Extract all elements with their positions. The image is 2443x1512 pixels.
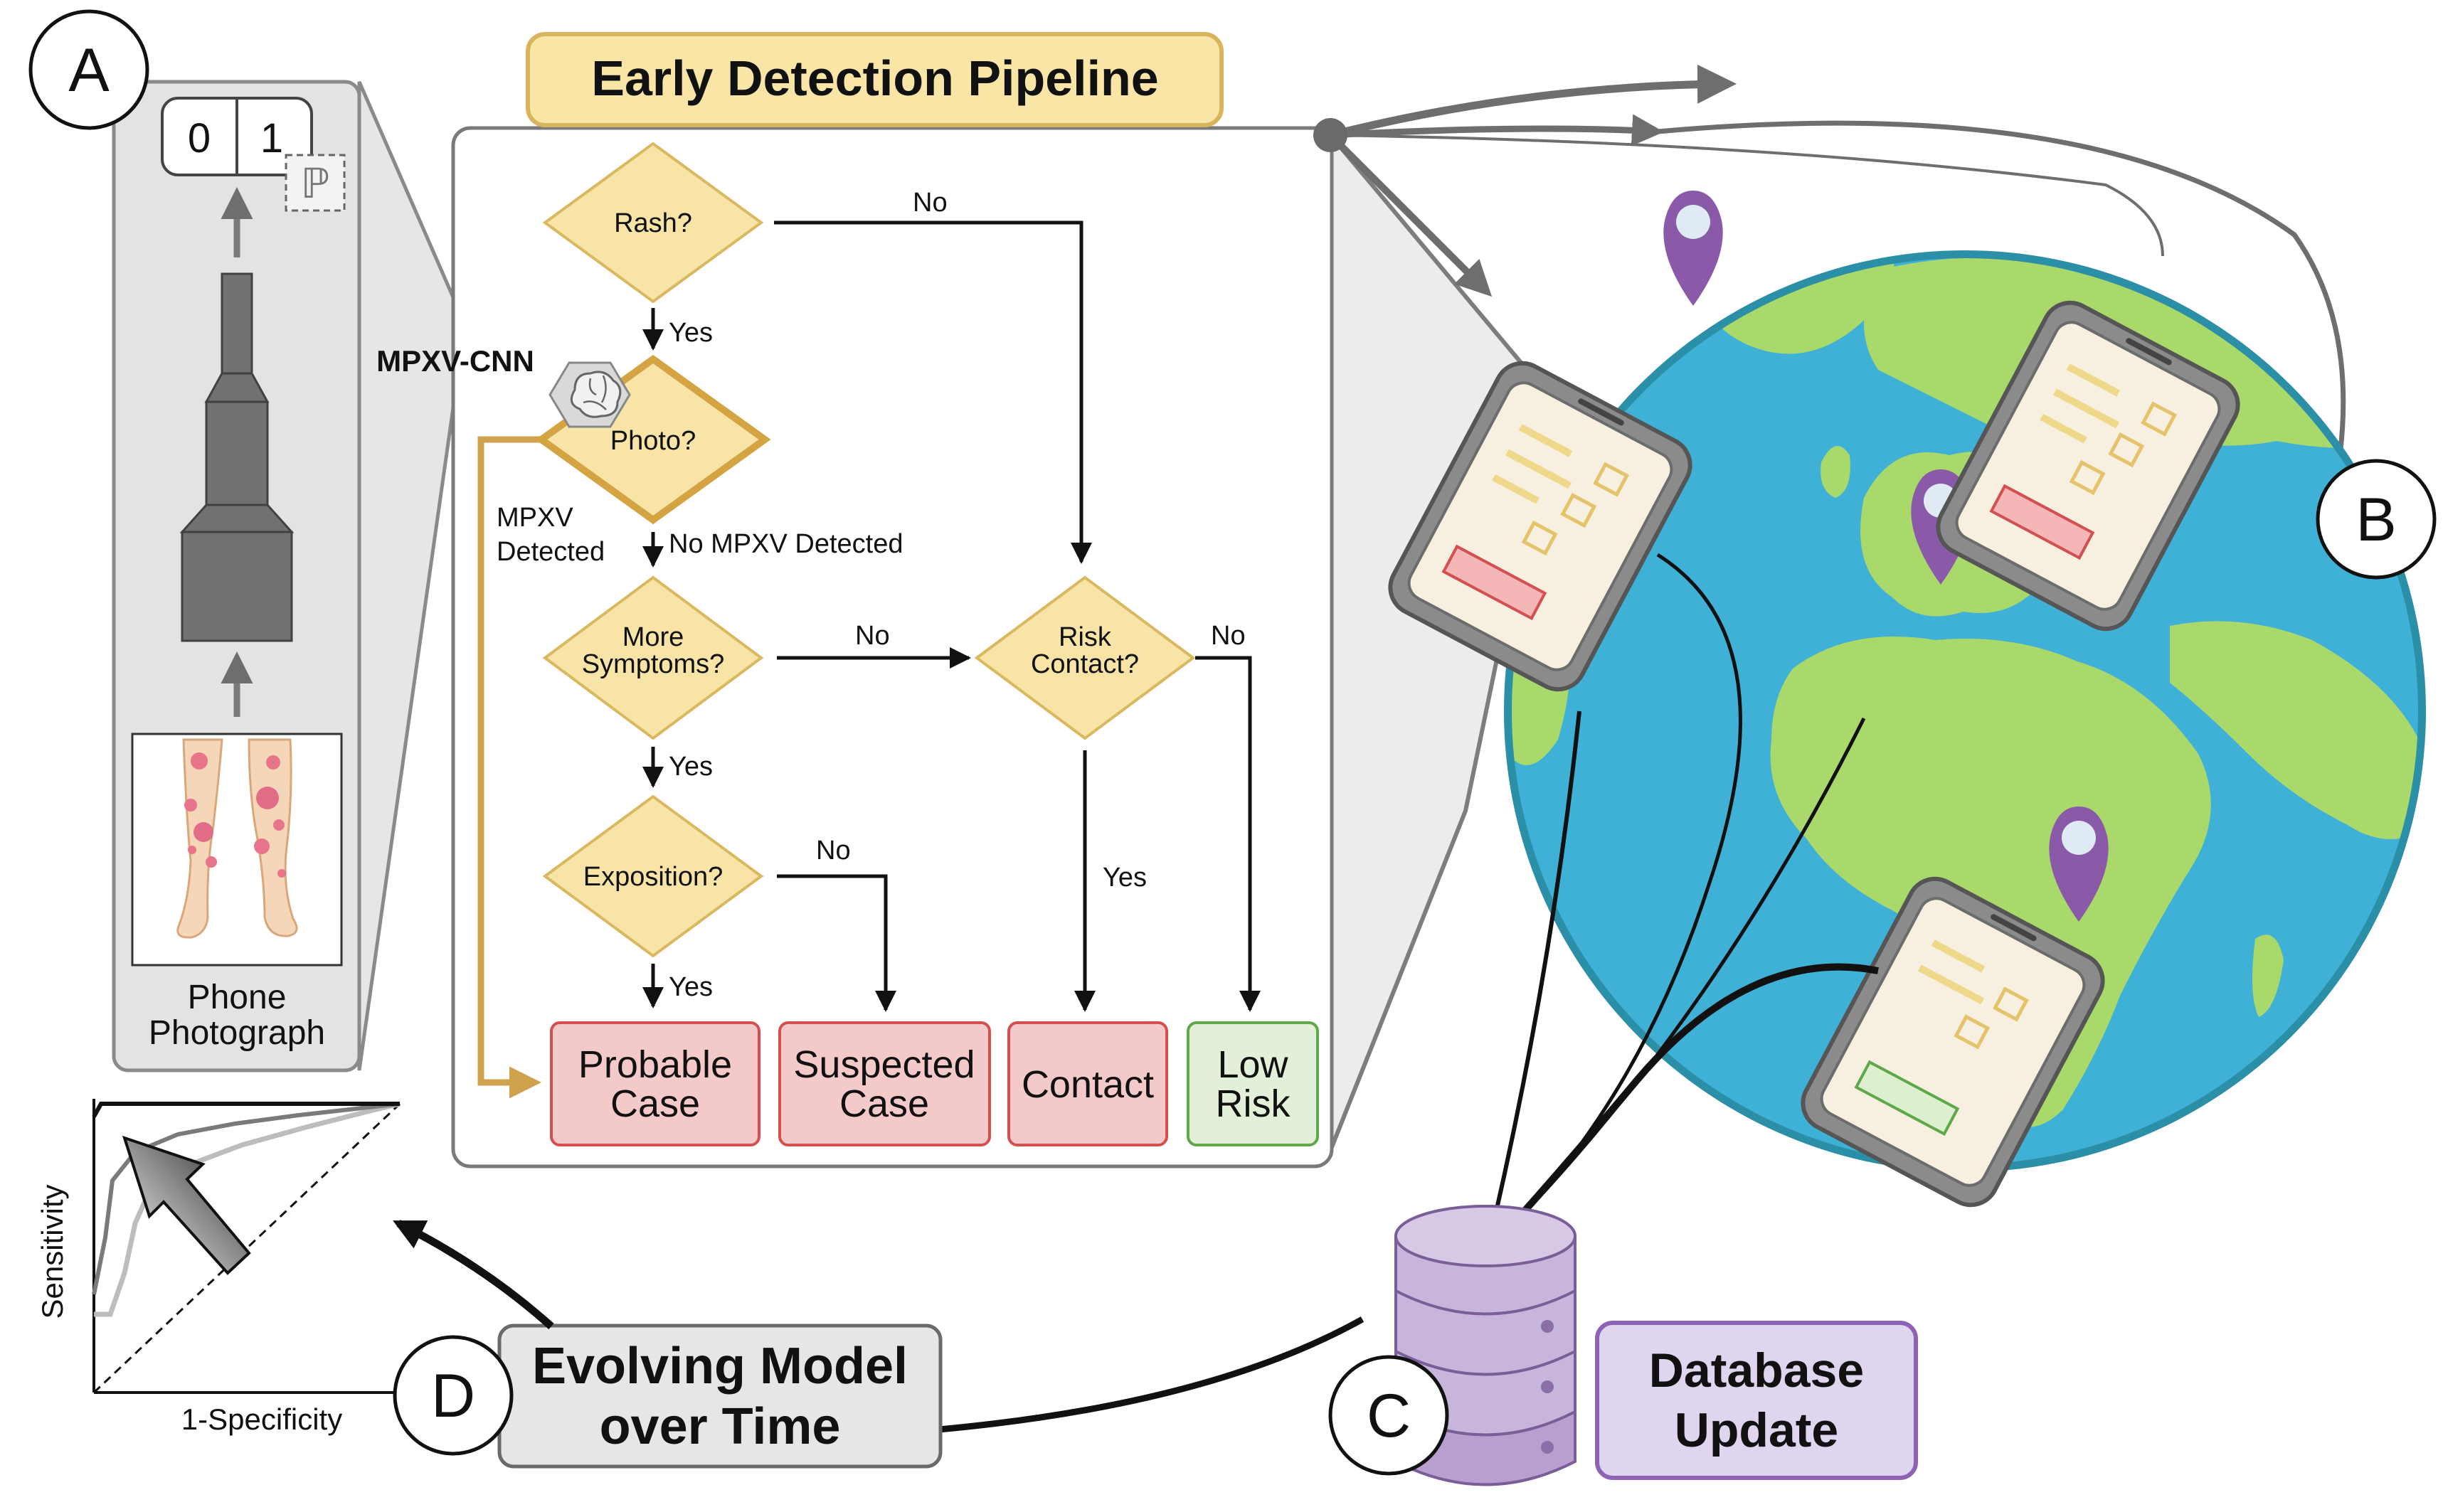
edge-symptoms-yes: Yes (669, 752, 713, 782)
decision-risk-contact: Risk Contact? (974, 575, 1196, 740)
pipeline-title: Early Detection Pipeline (591, 50, 1158, 106)
outcome-suspected-line2: Case (839, 1082, 929, 1125)
roc-plot: Sensitivity 1-Specificity (36, 1099, 401, 1436)
decision-more-symptoms: More Symptoms? (542, 575, 764, 740)
decision-risk-contact-line1: Risk (1059, 622, 1112, 652)
leg-rash-photo-icon (131, 733, 343, 967)
edge-mpxv-detected-line1: MPXV (497, 503, 573, 533)
decision-rash-label: Rash? (614, 208, 692, 238)
decision-risk-contact-line2: Contact? (1031, 649, 1139, 679)
photo-caption-line1: Phone (188, 979, 287, 1016)
outcome-low-line2: Risk (1216, 1082, 1291, 1125)
outcome-low-risk: Low Risk (1187, 1021, 1319, 1146)
panel-b-badge: B (2316, 459, 2437, 580)
mpxv-detected-path (477, 436, 544, 1099)
outcome-contact: Contact (1007, 1021, 1168, 1146)
edge-no-mpxv-detected: No MPXV Detected (669, 529, 903, 559)
outcome-contact-label: Contact (1022, 1063, 1154, 1106)
panel-c-letter: C (1367, 1382, 1411, 1450)
outcome-low-line1: Low (1217, 1043, 1288, 1086)
outcome-suspected-case: Suspected Case (778, 1021, 991, 1146)
decision-exposition-label: Exposition? (583, 862, 723, 892)
decision-exposition: Exposition? (542, 794, 764, 958)
output-zero: 0 (188, 115, 211, 161)
decision-rash: Rash? (542, 142, 764, 304)
location-pin-icon (1663, 191, 1723, 306)
panel-a-badge: A (28, 9, 149, 130)
panel-d-badge: D (393, 1335, 514, 1456)
improvement-arrow (122, 1135, 251, 1275)
outcome-probable-line1: Probable (578, 1043, 732, 1086)
output-one: 1 (260, 115, 283, 161)
model-panel: 0 1 ℙ (112, 80, 582, 1072)
decision-more-symptoms-line2: Symptoms? (582, 649, 725, 679)
edge-exposition-no: No (816, 836, 851, 866)
model-to-roc-connector (393, 1220, 554, 1330)
evolving-label-line2: over Time (600, 1398, 841, 1455)
database-update-box: Database Update (1595, 1321, 1918, 1480)
panel-b-letter: B (2355, 486, 2396, 554)
location-pin-icon (2049, 806, 2109, 922)
panel-d-letter: D (431, 1362, 475, 1430)
panel-c-badge: C (1328, 1355, 1449, 1476)
edge-mpxv-detected-line2: Detected (497, 537, 605, 567)
probability-symbol: ℙ (301, 161, 330, 207)
data-flow-curves (1483, 553, 1879, 1257)
edge-risk-yes: Yes (1103, 863, 1147, 893)
panel-a-letter: A (68, 36, 110, 105)
pipeline-title-box: Early Detection Pipeline (526, 32, 1224, 127)
evolving-model-box: Evolving Model over Time (497, 1324, 943, 1469)
roc-y-label: Sensitivity (36, 1184, 69, 1319)
database-label-line1: Database (1649, 1343, 1864, 1397)
database-label-line2: Update (1675, 1403, 1838, 1457)
model-output-box: 0 1 ℙ (161, 97, 346, 212)
brain-icon (549, 361, 631, 428)
edge-exposition-yes: Yes (669, 972, 713, 1002)
decision-more-symptoms-line1: More (622, 622, 684, 652)
outcome-probable-case: Probable Case (550, 1021, 761, 1146)
evolving-label-line1: Evolving Model (532, 1338, 908, 1395)
smartphone-icon (1388, 361, 1692, 692)
decision-photo-label: Photo? (610, 426, 696, 456)
smartphone-icon (1936, 300, 2240, 632)
cnn-block-icon (179, 272, 295, 642)
photo-caption-line2: Photograph (149, 1014, 325, 1052)
edge-rash-no: No (913, 188, 948, 218)
roc-x-label: 1-Specificity (181, 1402, 342, 1436)
edge-symptoms-no: No (855, 621, 890, 651)
outcome-suspected-line1: Suspected (793, 1043, 975, 1086)
edge-risk-no: No (1211, 621, 1246, 651)
network-hub (1313, 118, 1347, 152)
edge-rash-yes: Yes (669, 318, 713, 348)
cnn-label: MPXV-CNN (376, 344, 534, 378)
smartphone-icon (1801, 876, 2105, 1208)
flowchart-connectors (642, 220, 1261, 1012)
database-to-model-connector (938, 1316, 1364, 1433)
pipeline-panel: Early Detection Pipeline Rash? Photo? (376, 32, 1334, 1168)
outcome-probable-line2: Case (610, 1082, 700, 1125)
